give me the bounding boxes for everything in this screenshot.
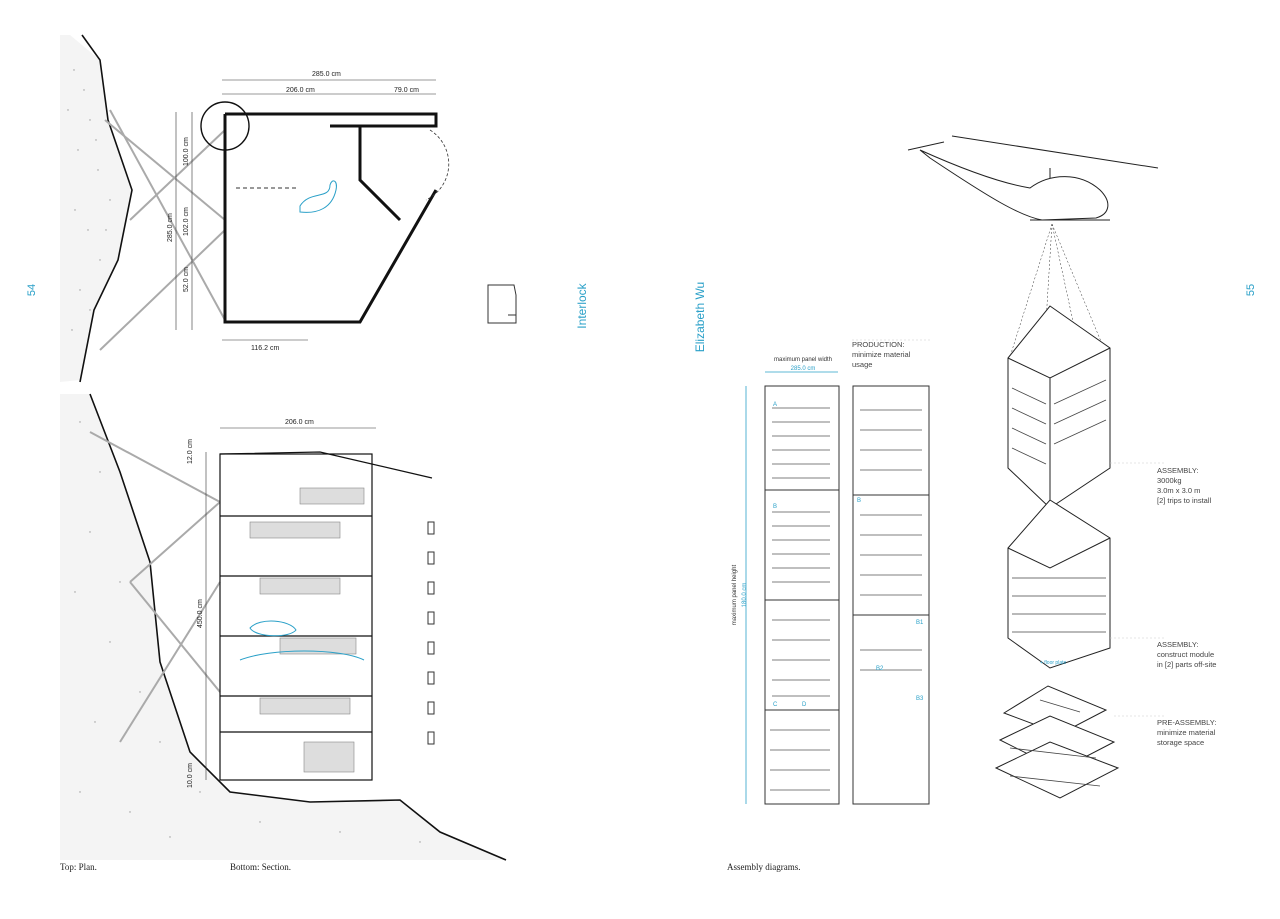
section-drawing: 206.0 cm 12.0 cm 450.0 cm 10.0 cm xyxy=(60,393,507,861)
max-height-label: maximum panel height xyxy=(732,564,738,626)
panel-letter-a: A xyxy=(773,402,777,408)
production-title: PRODUCTION: xyxy=(852,340,905,349)
plan-dim-inner-width: 206.0 cm xyxy=(286,87,315,94)
plan-dim-bottom-width: 116.2 cm xyxy=(251,345,279,352)
assembly2-line-1: construct module xyxy=(1157,650,1215,659)
caption-assembly: Assembly diagrams. xyxy=(727,862,801,872)
max-height-value: 180.0 cm xyxy=(742,582,748,608)
section-dim-height: 450.0 cm xyxy=(197,599,204,628)
section-dim-bottom: 10.0 cm xyxy=(187,763,194,788)
caption-section: Bottom: Section. xyxy=(230,862,292,872)
assembly2-title: ASSEMBLY: xyxy=(1157,640,1199,649)
page-number-right: 55 xyxy=(1245,283,1257,297)
caption-plan: Top: Plan. xyxy=(60,862,97,872)
production-text: minimize material usage xyxy=(852,350,911,369)
panel-letter-b2: B2 xyxy=(876,666,884,672)
panel-letter-c: C xyxy=(773,702,778,708)
assembly1-line-1: 3000kg xyxy=(1157,476,1182,485)
plan-dim-seg-2: 102.0 cm xyxy=(183,207,190,236)
panel-letter-b: B xyxy=(773,504,777,510)
panel-letter-b-right: B xyxy=(857,498,861,504)
panel-letter-b3: B3 xyxy=(916,696,924,702)
assembly2-line-2: in [2] parts off-site xyxy=(1157,660,1217,669)
panel-letter-b1: B1 xyxy=(916,620,924,626)
assembly1-line-2: 3.0m x 3.0 m xyxy=(1157,486,1201,495)
author-name: Elizabeth Wu xyxy=(693,281,707,353)
module-icon xyxy=(487,284,517,324)
preassembly-title: PRE-ASSEMBLY: xyxy=(1157,718,1217,727)
section-dim-width: 206.0 cm xyxy=(285,419,314,426)
plan-dim-overall-height: 285.0 cm xyxy=(167,213,174,242)
max-width-value: 285.0 cm xyxy=(790,366,816,372)
plan-drawing: 285.0 cm 206.0 cm 79.0 cm 116.2 cm 285.0… xyxy=(60,34,450,383)
preassembly-note: PRE-ASSEMBLY: minimize material storage … xyxy=(1157,718,1247,748)
assembly-note-2: ASSEMBLY: construct module in [2] parts … xyxy=(1157,640,1247,670)
preassembly-line-1: minimize material xyxy=(1157,728,1216,737)
panel-letter-d: D xyxy=(802,702,807,708)
plan-dim-seg-1: 100.0 cm xyxy=(183,137,190,166)
plan-dim-seg-3: 52.0 cm xyxy=(183,267,190,292)
production-label: PRODUCTION: minimize material usage xyxy=(852,340,932,370)
plan-dim-overall-width: 285.0 cm xyxy=(312,71,341,78)
panel-layout: A B C D B B1 B2 B3 xyxy=(745,339,930,805)
project-title: Interlock xyxy=(575,283,589,329)
section-dim-top: 12.0 cm xyxy=(187,439,194,464)
assembly-note-1: ASSEMBLY: 3000kg 3.0m x 3.0 m [2] trips … xyxy=(1157,466,1247,506)
assembly-illustration: + floor plate xyxy=(907,135,1165,799)
floor-plate-label: + floor plate xyxy=(1040,660,1066,666)
page-number-left: 54 xyxy=(26,283,38,297)
assembly1-title: ASSEMBLY: xyxy=(1157,466,1199,475)
max-width-label: maximum panel width xyxy=(773,357,833,363)
assembly1-line-3: [2] trips to install xyxy=(1157,496,1212,505)
plan-dim-entry-width: 79.0 cm xyxy=(394,87,419,94)
preassembly-line-2: storage space xyxy=(1157,738,1205,747)
